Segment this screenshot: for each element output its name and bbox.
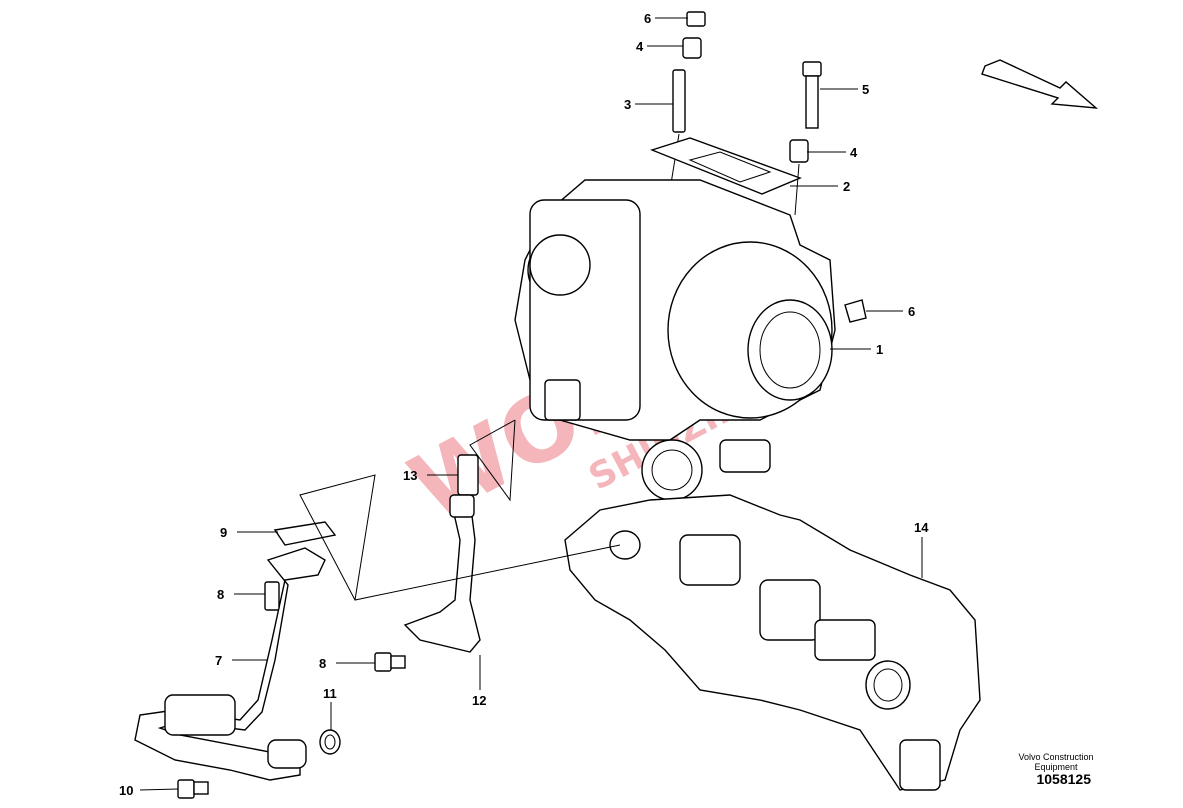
gasket [649, 137, 802, 195]
callout-4: 4 [636, 39, 644, 54]
drawing-number: 1058125 [1036, 771, 1091, 787]
callout-6: 6 [644, 11, 651, 26]
callout-10: 10 [119, 783, 133, 798]
callout-6: 6 [908, 304, 915, 319]
callout-8: 8 [217, 587, 224, 602]
callout-14: 14 [914, 520, 929, 535]
bolt-8a [264, 581, 280, 611]
oil-filter-housing [299, 419, 981, 791]
callout-12: 12 [472, 693, 486, 708]
o-ring [319, 729, 341, 755]
bolt-8b [374, 652, 406, 672]
bolt-10 [177, 779, 209, 799]
callout-11: 11 [323, 686, 337, 701]
callout-13: 13 [403, 468, 417, 483]
callout-5: 5 [862, 82, 869, 97]
fitting [457, 454, 479, 496]
callout-7: 7 [215, 653, 222, 668]
callout-1: 1 [876, 342, 883, 357]
leader-lines [139, 17, 923, 791]
brand-caption: Volvo Construction Equipment [1018, 752, 1094, 772]
callout-9: 9 [220, 525, 227, 540]
nut-top [686, 11, 706, 27]
callout-3: 3 [624, 97, 631, 112]
callout-8: 8 [319, 656, 326, 671]
oil-pipe-12 [403, 494, 481, 653]
direction-arrow-icon [981, 59, 1099, 109]
spacer-top [682, 37, 702, 59]
turbocharger [514, 179, 867, 501]
spacer-right [789, 139, 809, 216]
bolt-right [802, 61, 822, 129]
oil-pipe-7 [134, 521, 337, 781]
callout-4: 4 [850, 145, 858, 160]
stud [669, 69, 686, 191]
callout-2: 2 [843, 179, 850, 194]
